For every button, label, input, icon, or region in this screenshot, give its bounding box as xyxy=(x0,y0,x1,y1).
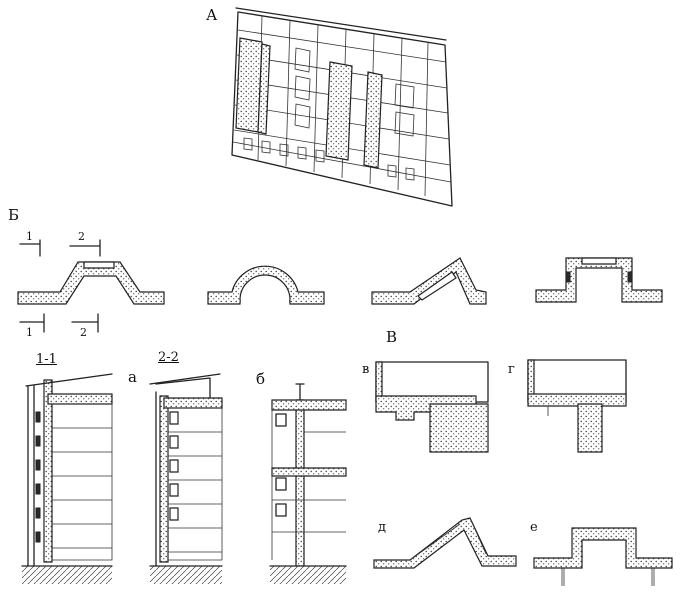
label-g-lower: г xyxy=(508,362,515,377)
cut-2-bottom-label: 2 xyxy=(80,326,87,339)
label-b-lower: б xyxy=(256,370,266,388)
label-a: А xyxy=(206,6,218,24)
label-b: Б xyxy=(8,206,20,224)
cut-1-bottom-label: 1 xyxy=(26,326,33,339)
detail-e xyxy=(533,527,673,586)
section-1-1 xyxy=(21,373,113,584)
detail-v xyxy=(375,361,489,453)
label-v: В xyxy=(386,328,398,346)
cut-1-top-label: 1 xyxy=(26,230,33,243)
section-1-1-title: 1-1 xyxy=(36,352,57,367)
section-2-2 xyxy=(149,373,223,584)
label-v-lower: в xyxy=(362,362,370,377)
label-d-lower: д xyxy=(378,520,387,535)
detail-g xyxy=(527,359,627,453)
section-2-2-title: 2-2 xyxy=(158,350,179,365)
label-e-lower: е xyxy=(530,520,538,535)
section-b xyxy=(269,383,347,584)
plan-fragments-B xyxy=(17,239,663,333)
detail-d xyxy=(373,517,517,569)
label-a-lower: а xyxy=(128,368,137,386)
cut-2-top-label: 2 xyxy=(78,230,85,243)
facade-perspective-A xyxy=(231,7,453,207)
